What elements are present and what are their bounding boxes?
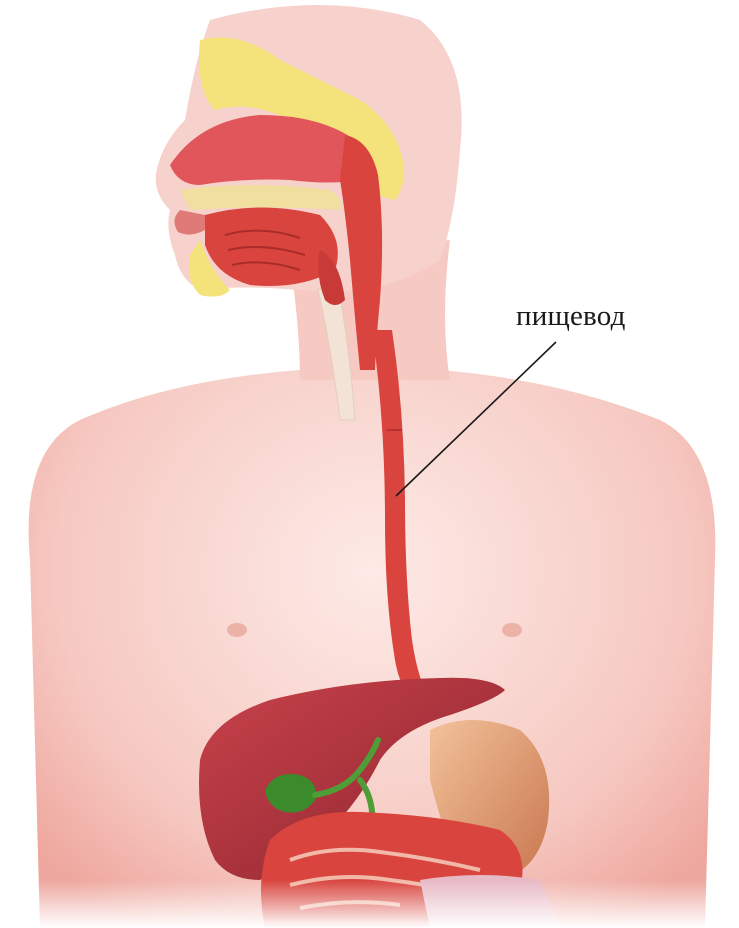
right-nipple [502,623,522,637]
left-nipple [227,623,247,637]
palate [180,185,341,210]
esophagus-label: пищевод [516,300,626,333]
